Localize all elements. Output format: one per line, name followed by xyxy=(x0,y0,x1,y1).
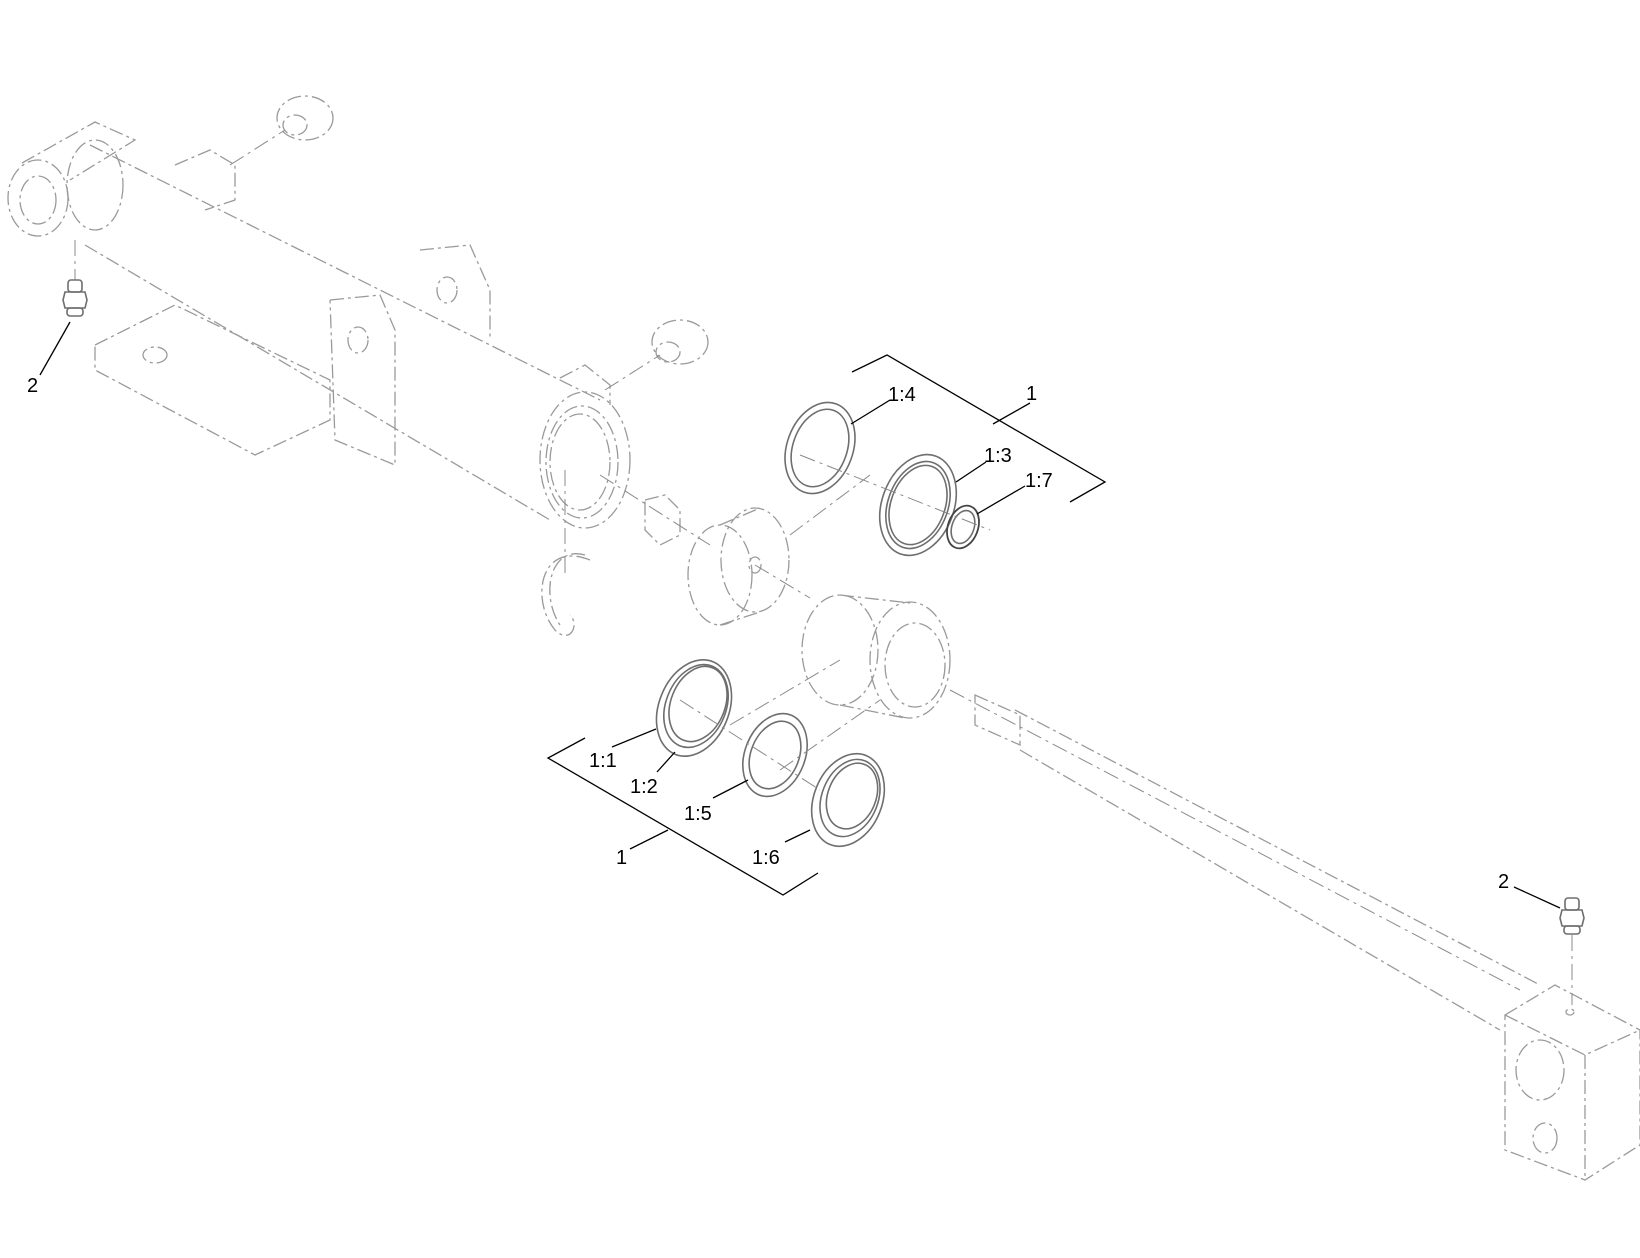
part-1-1-1-2-wiper xyxy=(655,659,733,757)
callout-1-7: 1:7 xyxy=(1025,470,1053,492)
nut-phantom xyxy=(599,474,711,546)
port-fitting-upper-phantom xyxy=(229,95,334,166)
piston-phantom xyxy=(687,507,811,626)
callout-kit-lower: 1 xyxy=(616,847,627,869)
port-fitting-lower-phantom xyxy=(604,319,709,391)
retaining-ring-phantom xyxy=(541,470,591,637)
callout-1-3: 1:3 xyxy=(984,445,1012,467)
part-1-5-ring xyxy=(742,712,808,798)
callout-1-1: 1:1 xyxy=(589,750,617,772)
gland-phantom xyxy=(801,594,951,719)
part-1-7-oring xyxy=(946,504,980,550)
kit-bracket-upper xyxy=(851,354,1107,503)
grease-fitting-right xyxy=(1559,897,1585,1005)
rod-end-block-phantom xyxy=(1504,984,1640,1181)
grease-fitting-left xyxy=(62,240,88,317)
callout-1-5: 1:5 xyxy=(684,803,712,825)
piston-rod-phantom xyxy=(949,689,1541,1031)
cylinder-barrel-phantom xyxy=(7,121,631,529)
part-1-6-seal xyxy=(810,752,886,848)
callout-fitting-left: 2 xyxy=(27,375,38,397)
callout-1-2: 1:2 xyxy=(630,776,658,798)
kit-bracket-lower xyxy=(546,737,819,896)
callout-1-6: 1:6 xyxy=(752,847,780,869)
callout-1-4: 1:4 xyxy=(888,384,916,406)
callout-fitting-right: 2 xyxy=(1498,871,1509,893)
callout-kit-upper: 1 xyxy=(1026,383,1037,405)
callout-labels: 1 1:4 1:3 1:7 1:1 1:2 1:5 1 1:6 2 2 xyxy=(27,375,1509,893)
part-1-4-ring xyxy=(784,401,856,495)
